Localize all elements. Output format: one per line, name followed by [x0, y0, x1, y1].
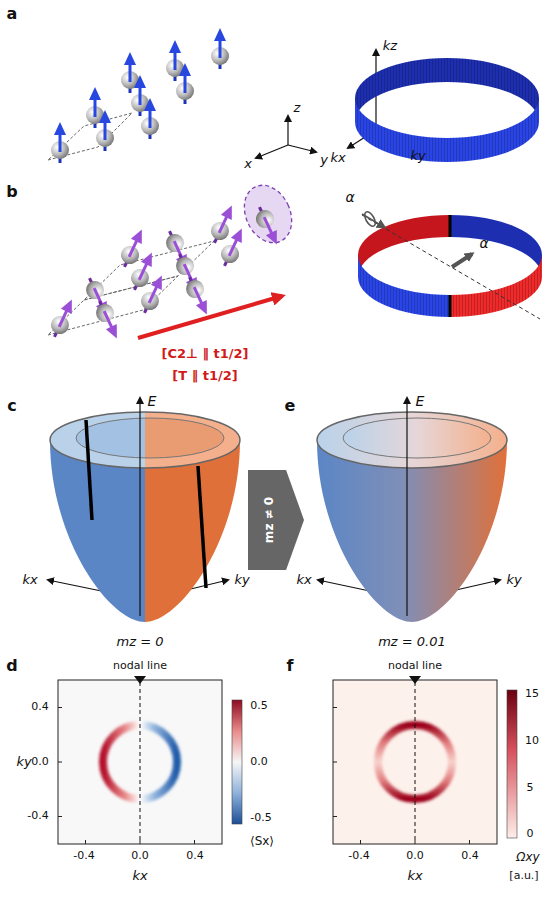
rotation-axis-arrow [452, 254, 472, 267]
figure-label: b [6, 183, 17, 201]
figure-label: α [345, 190, 354, 205]
figure-label: 10 [525, 735, 539, 747]
arrow-outline [248, 470, 304, 570]
figure-label: 0.0 [31, 756, 49, 768]
figure-label: 15 [525, 688, 539, 700]
figure-label: 0.0 [250, 756, 268, 768]
figure-label: -0.5 [250, 812, 271, 824]
figure-label: 0.4 [31, 701, 49, 713]
figure-label: -0.4 [27, 810, 48, 822]
figure-label: E [416, 394, 425, 409]
figure-label: 0 [527, 828, 534, 840]
figure-label: [T ‖ t1/2] [172, 369, 237, 383]
figure-label: ky [410, 149, 425, 163]
figure-label: 0.5 [250, 700, 268, 712]
figure-label: kz [383, 39, 397, 53]
rotation-icon [362, 210, 384, 228]
figure-label: 0.0 [406, 850, 424, 862]
figure-label: mz = 0.01 [378, 635, 446, 649]
figure-label: kx [407, 869, 422, 883]
figure-label: -0.4 [73, 850, 94, 862]
altermagnet-lattice [46, 178, 300, 343]
figure-label: kx [132, 869, 147, 883]
figure-label: 0.4 [186, 850, 204, 862]
figure-label: z [294, 101, 301, 115]
figure-label: kx [22, 573, 37, 587]
figure-label: 5 [527, 782, 534, 794]
figure-label: e [285, 397, 296, 415]
figure-label: ⟨Sx⟩ [250, 835, 274, 848]
figure-label: nodal line [388, 660, 442, 672]
band-paraboloid-c [48, 398, 240, 622]
figure-label: 0.0 [131, 850, 149, 862]
figure-label: α [479, 236, 488, 251]
figure-label: d [6, 657, 17, 675]
figure-label: 0.4 [461, 850, 479, 862]
figure-label: x [244, 157, 252, 171]
translation-arrow [138, 296, 282, 338]
figure-label: Ωxy [516, 851, 539, 864]
figure-label: E [148, 394, 157, 409]
figure-label: c [7, 397, 16, 415]
figure-label: kx [296, 573, 311, 587]
fermi-ring-blue [355, 58, 539, 162]
figure-label: ky [234, 573, 249, 587]
band-paraboloid-e [317, 398, 507, 622]
arrow-text: mz ≠ 0 [262, 497, 276, 543]
rotation-axis [362, 215, 540, 319]
figure-label: ky [506, 573, 521, 587]
transition-arrow: mz ≠ 0 [248, 470, 304, 570]
figure-label: mz = 0 [117, 635, 164, 649]
figure-label: [a.u.] [509, 870, 538, 882]
figure-label: a [7, 5, 18, 23]
spin-texture-map [58, 676, 242, 844]
figure-label: [C2⊥ ‖ t1/2] [162, 347, 249, 361]
ferromagnet-lattice [48, 28, 229, 163]
figure-label: ky [16, 755, 31, 769]
figure-label: f [287, 657, 294, 675]
figure-label: kx [330, 151, 345, 165]
xyz-axes [256, 116, 316, 158]
figure-label: nodal line [113, 660, 167, 672]
berry-curvature-map [333, 676, 517, 844]
figure-label: y [320, 153, 328, 167]
figure-label: -0.4 [348, 850, 369, 862]
